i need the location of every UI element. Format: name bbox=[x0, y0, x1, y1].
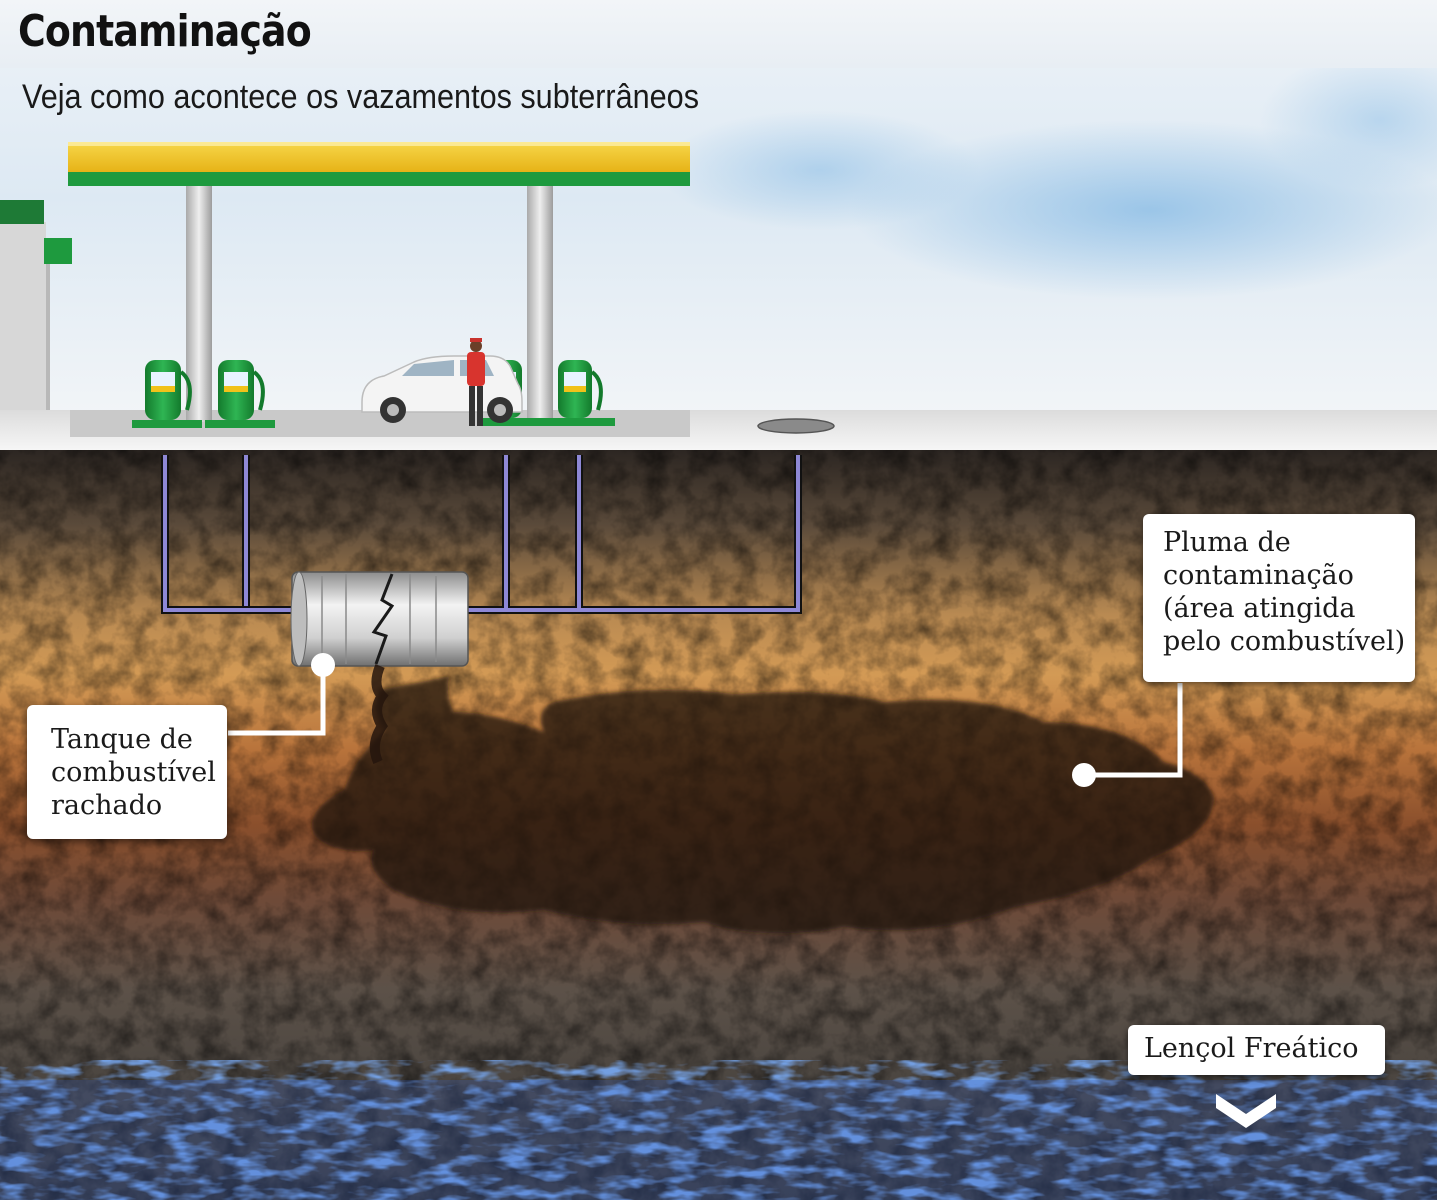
water-table-label: Lençol Freático bbox=[1144, 1032, 1385, 1065]
tank-label-line: combustível bbox=[51, 756, 227, 789]
page-title: Contaminação bbox=[18, 6, 311, 57]
plume-label-line: pelo combustível) bbox=[1163, 625, 1415, 658]
tank-label-line: Tanque de bbox=[51, 723, 227, 756]
plume-label-line: contaminação bbox=[1163, 559, 1415, 592]
manhole-cover bbox=[758, 419, 834, 433]
sky-haze bbox=[660, 110, 980, 230]
tank-label-line: rachado bbox=[51, 789, 227, 822]
water-table bbox=[0, 1060, 1437, 1200]
plume-label-line: (área atingida bbox=[1163, 592, 1415, 625]
plume-label-box: Pluma de contaminação (área atingida pel… bbox=[1143, 514, 1415, 682]
plume-label-line: Pluma de bbox=[1163, 526, 1415, 559]
water-table-label-box: Lençol Freático bbox=[1128, 1025, 1385, 1075]
tank-label-box: Tanque de combustível rachado bbox=[27, 705, 227, 839]
page-subtitle: Veja como acontece os vazamentos subterr… bbox=[22, 78, 699, 117]
